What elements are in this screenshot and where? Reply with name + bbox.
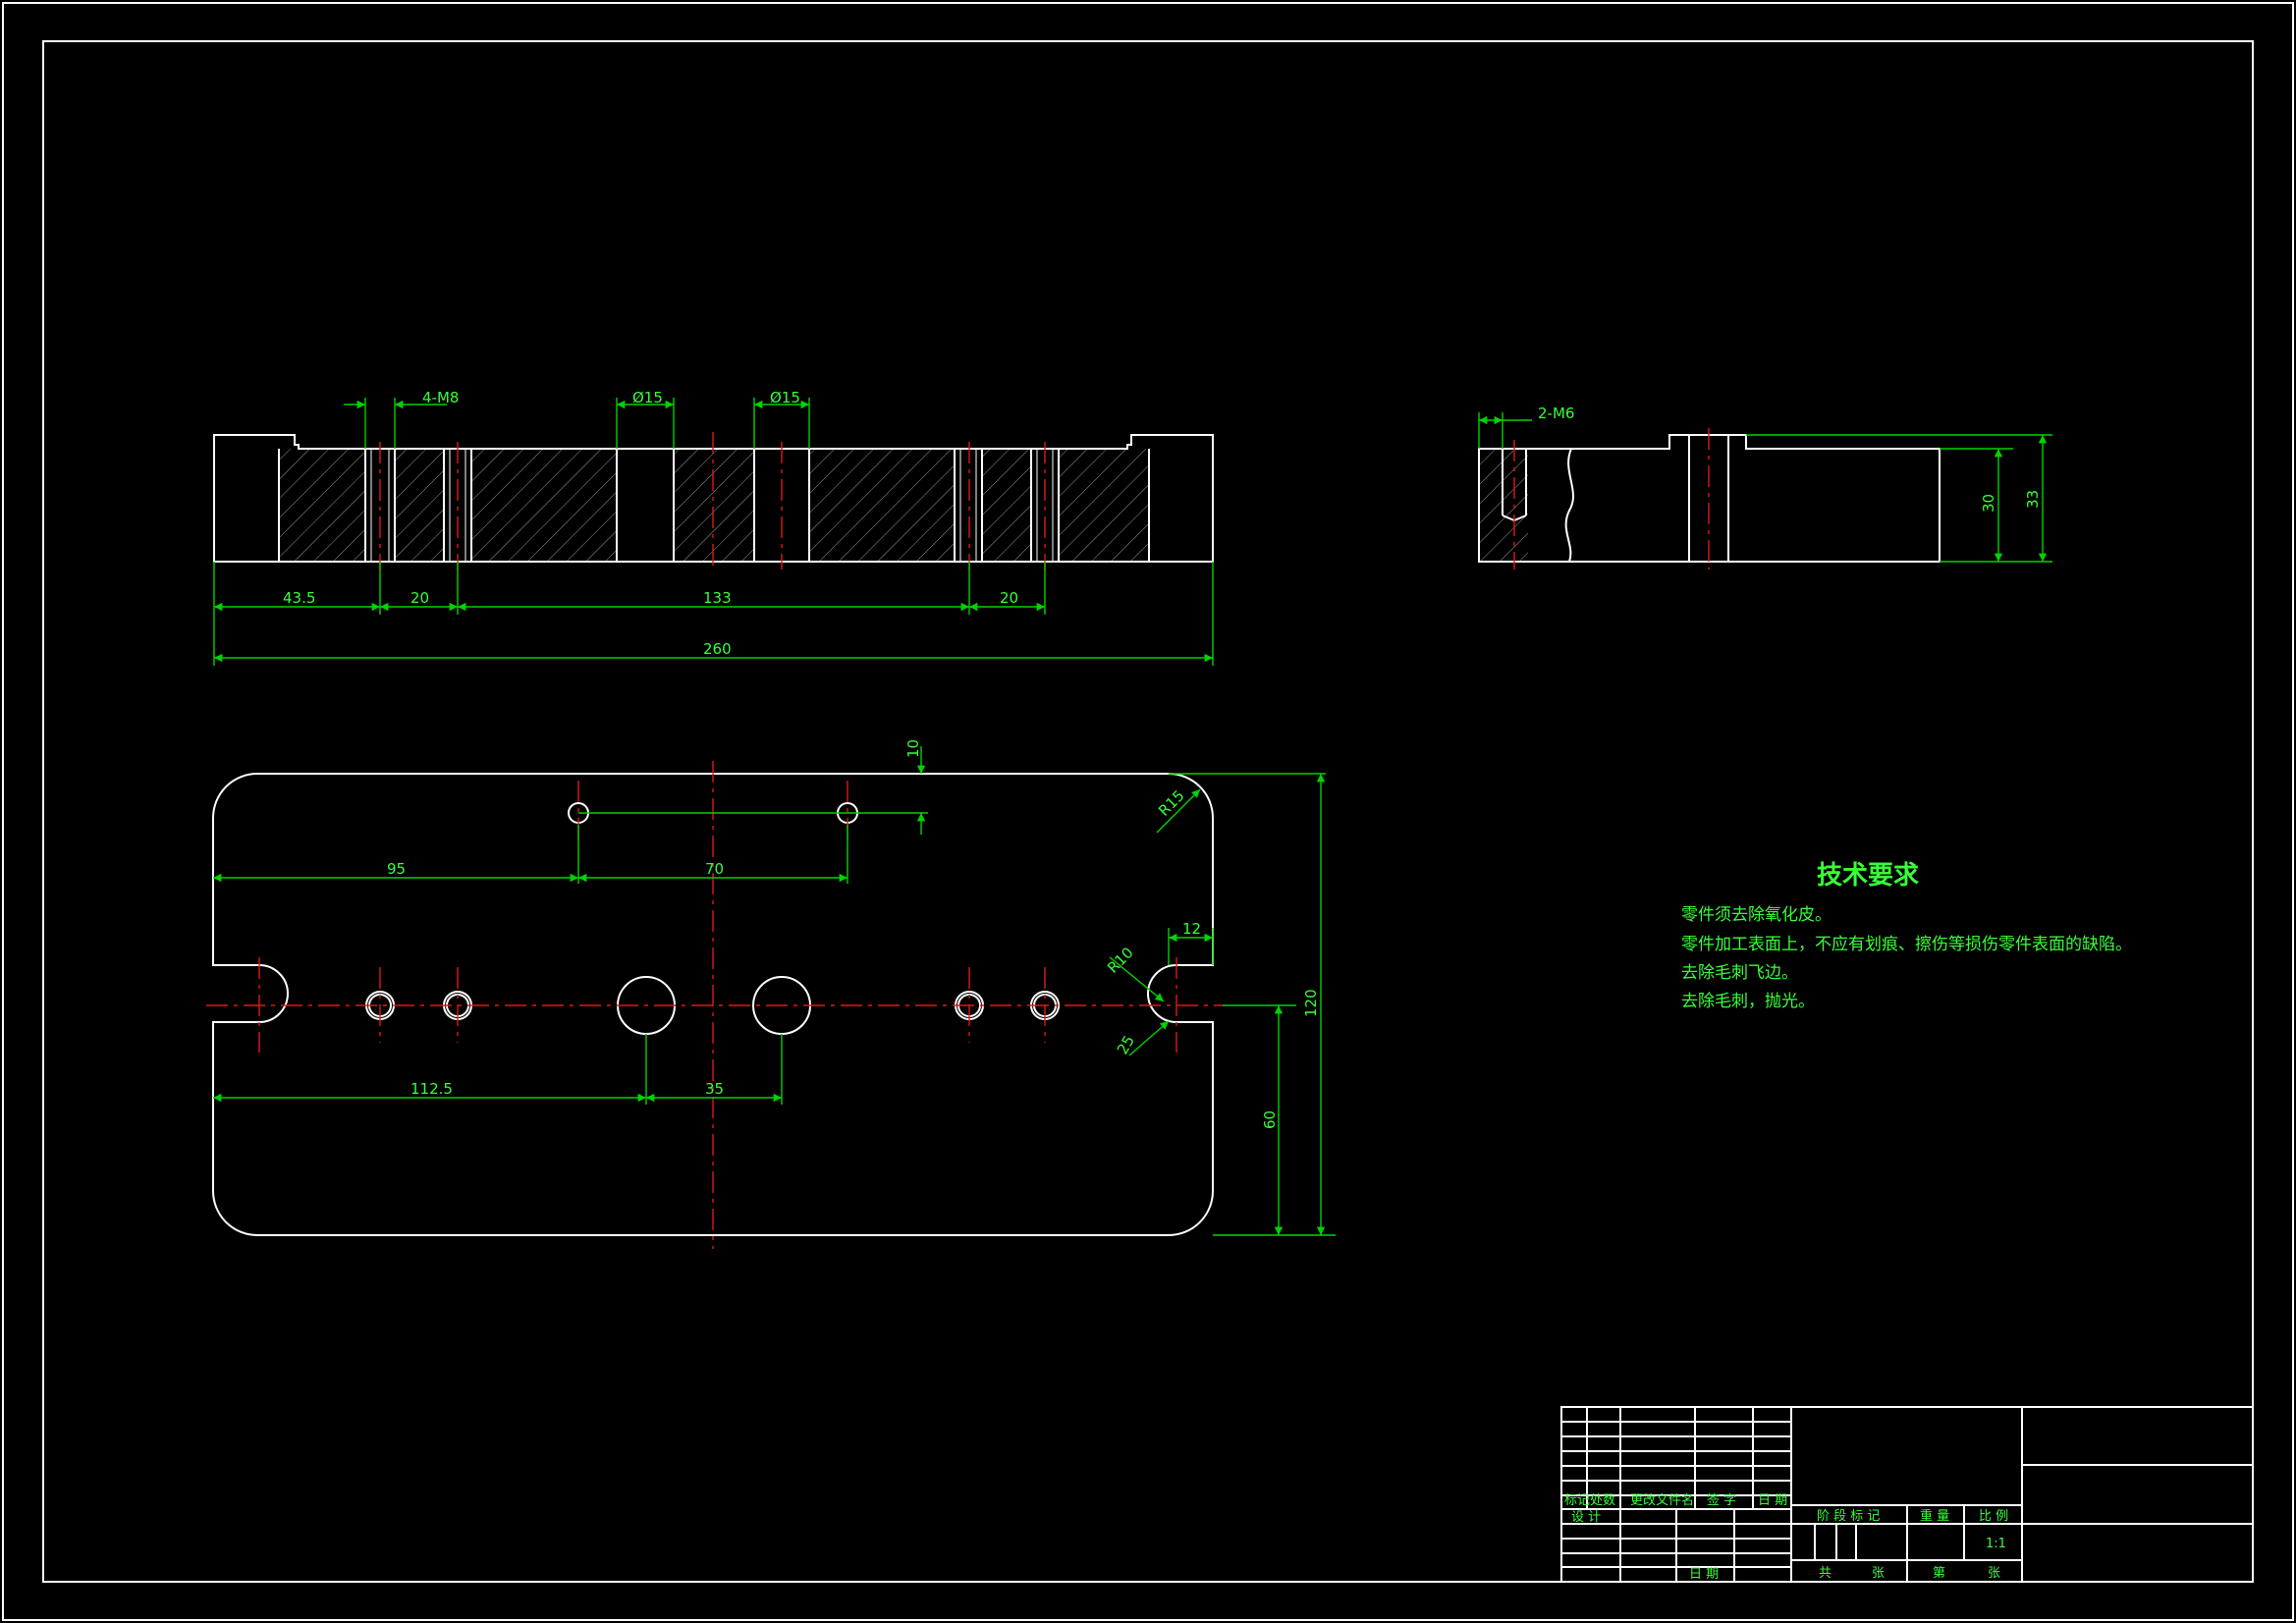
- front-dimensions: [213, 398, 1214, 666]
- side-view: 2-M6 30 33: [1478, 405, 2052, 569]
- dim-20-left: 20: [410, 589, 429, 607]
- tech-requirements: 技术要求 零件须去除氧化皮。 零件加工表面上，不应有划痕、擦伤等损伤零件表面的缺…: [1681, 861, 2132, 1011]
- tb-weight-label: 重 量: [1920, 1508, 1949, 1524]
- dim-260: 260: [703, 640, 732, 658]
- dim-dia15-left: Ø15: [632, 389, 663, 406]
- dim-95: 95: [387, 860, 406, 878]
- dim-dia15-right: Ø15: [770, 389, 800, 406]
- section-hatch: [279, 449, 1149, 562]
- front-hole-lines: [364, 449, 1060, 562]
- dim-60: 60: [1261, 1110, 1279, 1129]
- tech-req-note-4: 去除毛刺，抛光。: [1681, 992, 1815, 1011]
- plan-centerlines: [206, 761, 1223, 1249]
- tech-req-note-3: 去除毛刺飞边。: [1681, 963, 1798, 983]
- tb-sheet-label: 第: [1933, 1566, 1945, 1581]
- dim-r10: R10: [1104, 944, 1137, 977]
- dim-35: 35: [705, 1080, 724, 1098]
- tb-date-label: 日 期: [1689, 1567, 1719, 1582]
- dim-20-right: 20: [1000, 589, 1018, 607]
- dim-r15: R15: [1155, 786, 1188, 820]
- tb-stage-label: 阶 段 标 记: [1817, 1509, 1880, 1524]
- tb-rev-header-3: 更改文件名: [1630, 1492, 1694, 1508]
- tb-sheet-unit: 张: [1872, 1566, 1885, 1581]
- tech-req-title: 技术要求: [1817, 861, 1919, 891]
- tech-req-note-2: 零件加工表面上，不应有划痕、擦伤等损伤零件表面的缺陷。: [1681, 935, 2132, 954]
- dim-10: 10: [904, 739, 922, 758]
- tb-rev-header-1: 标记: [1564, 1493, 1590, 1508]
- tb-rev-header-4: 签 字: [1707, 1492, 1736, 1508]
- tb-rev-header-5: 日 期: [1758, 1493, 1787, 1508]
- plan-dimensions: [213, 746, 1336, 1236]
- plan-view: 10 R15 95 70 12 R10 25 120 112.5 35 60: [206, 739, 1336, 1249]
- dim-70: 70: [705, 860, 724, 878]
- dim-25: 25: [1114, 1032, 1138, 1057]
- front-centerlines: [379, 432, 1046, 569]
- title-block: 标记 处数 更改文件名 签 字 日 期 设 计 日 期 阶 段 标 记 重 量 …: [1560, 1406, 2254, 1583]
- tb-design-label: 设 计: [1571, 1510, 1601, 1525]
- plan-outline: [212, 773, 1214, 1236]
- tb-total-label: 共: [1819, 1566, 1831, 1581]
- dim-2m6: 2-M6: [1538, 405, 1574, 422]
- dim-4m8: 4-M8: [422, 389, 459, 406]
- dim-43-5: 43.5: [283, 589, 315, 607]
- dim-30: 30: [1980, 494, 1997, 513]
- dim-12: 12: [1182, 920, 1201, 938]
- tb-sheet-unit-2: 张: [1988, 1566, 2000, 1581]
- dim-120: 120: [1302, 989, 1320, 1017]
- dim-33: 33: [2024, 490, 2042, 509]
- front-view: 4-M8 Ø15 Ø15 43.5 20 133 20 260: [213, 389, 1214, 666]
- tb-rev-header-2: 处数: [1590, 1493, 1615, 1508]
- dim-133: 133: [703, 589, 732, 607]
- sheet-inner-border: [42, 40, 2254, 1583]
- tb-scale-value: 1:1: [1986, 1537, 2006, 1551]
- tb-scale-label: 比 例: [1979, 1509, 2008, 1524]
- dim-112-5: 112.5: [410, 1080, 453, 1098]
- tech-req-note-1: 零件须去除氧化皮。: [1681, 905, 1831, 925]
